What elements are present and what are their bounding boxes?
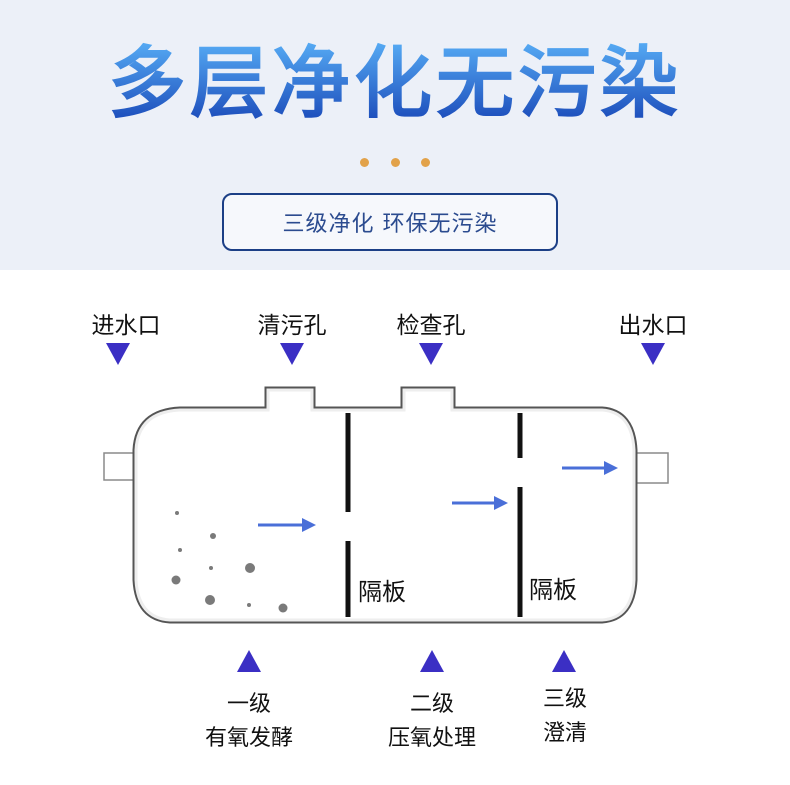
stage-3-level: 三级 (542, 687, 587, 712)
particle (245, 563, 255, 573)
outlet-label: 出水口 (618, 313, 688, 339)
subtitle-badge-text: 三级净化 环保无污染 (282, 212, 498, 237)
inspection-label: 检查孔 (396, 313, 466, 339)
particle (205, 595, 215, 605)
dot-icon (420, 158, 430, 167)
tank-shell-inner (134, 388, 636, 622)
particle (278, 603, 288, 613)
stage-2-process: 压氧处理 (387, 726, 476, 751)
cleanout-down-arrow-icon (280, 343, 304, 365)
stage-1-process: 有氧发酵 (204, 726, 293, 751)
inlet-label: 进水口 (91, 313, 161, 339)
subtitle-badge: 三级净化 环保无污染 (222, 193, 558, 251)
page-title: 多层净化无污染 (0, 36, 790, 145)
particle (209, 566, 213, 570)
stage-1-label: 一级 有氧发酵 (198, 688, 300, 756)
decorative-dots (0, 152, 790, 171)
cleanout-label: 清污孔 (257, 313, 327, 339)
stage-2-label: 二级 压氧处理 (381, 688, 483, 756)
partition-label-1: 隔板 (358, 578, 406, 606)
stage-3-process: 澄清 (542, 721, 587, 746)
flow-arrow-2-head-icon (494, 496, 508, 510)
stage-2-level: 二级 (409, 692, 454, 717)
particle (247, 603, 251, 607)
dot-icon (360, 158, 370, 167)
dot-icon (390, 158, 400, 167)
page-title-graphic: 多层净化无污染 (108, 39, 682, 129)
particle (210, 533, 216, 539)
partition-label-2: 隔板 (529, 576, 577, 604)
outlet-down-arrow-icon (641, 343, 665, 365)
stage-1-up-arrow-icon (237, 650, 261, 672)
stage-2-up-arrow-icon (420, 650, 444, 672)
header-banner: 多层净化无污染 三级净化 环保无污染 (0, 0, 790, 270)
stage-3-label: 三级 澄清 (526, 683, 604, 751)
flow-arrow-1-head-icon (302, 518, 316, 532)
inlet-down-arrow-icon (106, 343, 130, 365)
page-title-text: 多层净化无污染 (108, 39, 682, 126)
septic-tank-diagram (103, 386, 669, 624)
flow-arrows (258, 461, 618, 532)
flow-arrow-3-head-icon (604, 461, 618, 475)
particle (178, 548, 182, 552)
inspection-down-arrow-icon (419, 343, 443, 365)
stage-1-level: 一级 (226, 692, 271, 717)
sediment-particles (171, 511, 288, 613)
particle (175, 511, 179, 515)
stage-3-up-arrow-icon (552, 650, 576, 672)
particle (171, 575, 181, 585)
